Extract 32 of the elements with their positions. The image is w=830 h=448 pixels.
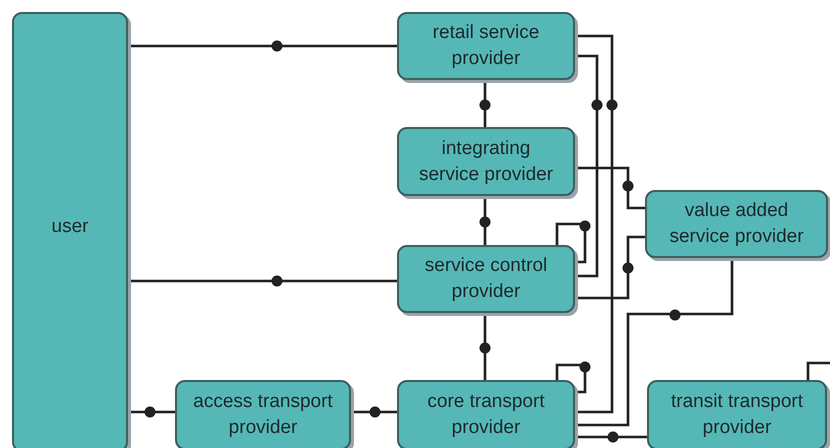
provider-box — [645, 190, 828, 258]
connector-line — [128, 280, 397, 282]
box-label: value added service provider — [668, 199, 805, 249]
box-label: user — [50, 215, 90, 239]
box-label: access transport provider — [192, 390, 334, 440]
connector-line — [556, 222, 586, 264]
connector-line — [575, 166, 645, 210]
connector-line — [575, 236, 645, 300]
connector-line — [575, 436, 647, 438]
connector-line — [128, 44, 397, 48]
box-label: service control provider — [424, 254, 548, 304]
connector-line — [351, 410, 397, 414]
provider-box — [175, 380, 351, 448]
provider-box — [647, 380, 827, 448]
box-label: retail service provider — [432, 21, 540, 71]
connector-line — [484, 80, 486, 127]
connector-line — [484, 196, 486, 245]
connector-line — [575, 34, 614, 414]
box-label: transit transport provider — [670, 390, 804, 440]
connector-line — [484, 313, 486, 380]
provider-box — [12, 12, 128, 448]
connector-line — [575, 54, 598, 278]
provider-box — [397, 12, 575, 80]
connector-line — [556, 364, 586, 394]
connector-line — [128, 410, 175, 414]
box-label: integrating service provider — [418, 136, 554, 186]
connector-line — [575, 258, 734, 426]
connector-line — [806, 362, 830, 380]
box-label: core transport provider — [426, 390, 546, 440]
provider-box — [397, 245, 575, 313]
provider-box — [397, 380, 575, 448]
provider-box — [397, 127, 575, 196]
